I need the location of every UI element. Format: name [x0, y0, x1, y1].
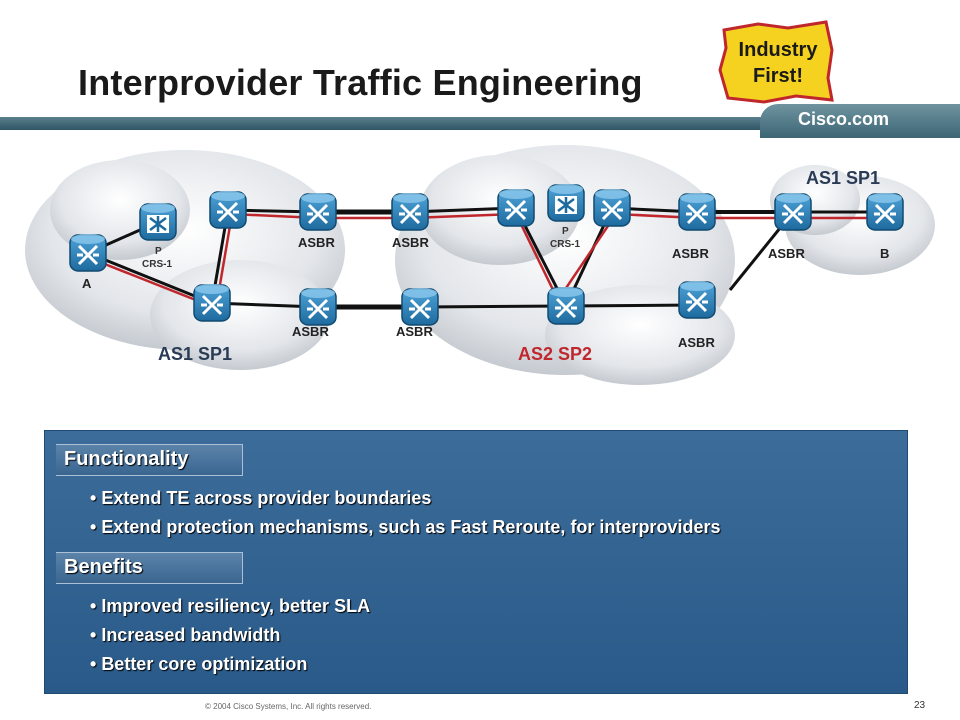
- label-crs1-left: CRS-1: [142, 259, 172, 270]
- asbr-router-icon: [298, 286, 338, 327]
- benefits-tab: Benefits: [56, 552, 243, 584]
- asbr-router-icon: [390, 191, 430, 232]
- network-diagram: A P CRS-1 ASBR ASBR ASBR ASBR P CRS-1 AS…: [25, 145, 935, 385]
- asbr-router-icon: [773, 191, 813, 232]
- cloud-label-as2: AS2 SP2: [518, 344, 592, 364]
- router-a-icon: [68, 232, 108, 273]
- svg-text:Industry: Industry: [739, 39, 819, 61]
- label-p2: P: [562, 226, 569, 237]
- cloud-label-as1-left: AS1 SP1: [158, 344, 232, 364]
- industry-first-badge: Industry First!: [718, 20, 834, 104]
- router-b-icon: [865, 191, 905, 232]
- label-asbr: ASBR: [392, 235, 429, 250]
- p-router-crs1-as2-icon: [546, 182, 586, 223]
- asbr-router-icon: [298, 191, 338, 232]
- list-item: Improved resiliency, better SLA: [90, 592, 370, 621]
- router-as2-bottom-icon: [546, 285, 586, 326]
- functionality-tab: Functionality: [56, 444, 243, 476]
- router-as2-left-icon: [496, 187, 536, 228]
- label-crs1-as2: CRS-1: [550, 239, 580, 250]
- label-asbr: ASBR: [298, 235, 335, 250]
- asbr-router-icon: [677, 191, 717, 232]
- cisco-com-tab: Cisco.com: [760, 104, 960, 138]
- svg-text:First!: First!: [753, 65, 803, 87]
- label-a: A: [82, 276, 92, 291]
- benefits-heading: Benefits: [64, 556, 143, 578]
- functionality-list: Extend TE across provider boundaries Ext…: [90, 484, 720, 542]
- slide-title: Interprovider Traffic Engineering: [78, 62, 643, 103]
- cloud-label-as1-right: AS1 SP1: [806, 168, 880, 188]
- label-p1: P: [155, 246, 162, 257]
- p-router-crs1-left-icon: [138, 201, 178, 242]
- title-bar: [0, 117, 960, 130]
- label-asbr: ASBR: [672, 246, 709, 261]
- copyright: © 2004 Cisco Systems, Inc. All rights re…: [205, 702, 372, 711]
- list-item: Extend protection mechanisms, such as Fa…: [90, 513, 720, 542]
- router-as1-bottom-icon: [192, 282, 232, 323]
- benefits-list: Improved resiliency, better SLA Increase…: [90, 592, 370, 679]
- asbr-router-icon: [400, 286, 440, 327]
- page-number: 23: [914, 700, 926, 711]
- list-item: Extend TE across provider boundaries: [90, 484, 720, 513]
- router-as1-top-icon: [208, 189, 248, 230]
- label-asbr: ASBR: [292, 324, 329, 339]
- label-asbr: ASBR: [396, 324, 433, 339]
- label-asbr: ASBR: [678, 335, 715, 350]
- label-asbr: ASBR: [768, 246, 805, 261]
- label-b: B: [880, 246, 889, 261]
- cisco-com-label: Cisco.com: [798, 109, 890, 129]
- list-item: Better core optimization: [90, 650, 370, 679]
- functionality-heading: Functionality: [64, 448, 189, 470]
- list-item: Increased bandwidth: [90, 621, 370, 650]
- asbr-router-icon: [677, 279, 717, 320]
- router-as2-right-icon: [592, 187, 632, 228]
